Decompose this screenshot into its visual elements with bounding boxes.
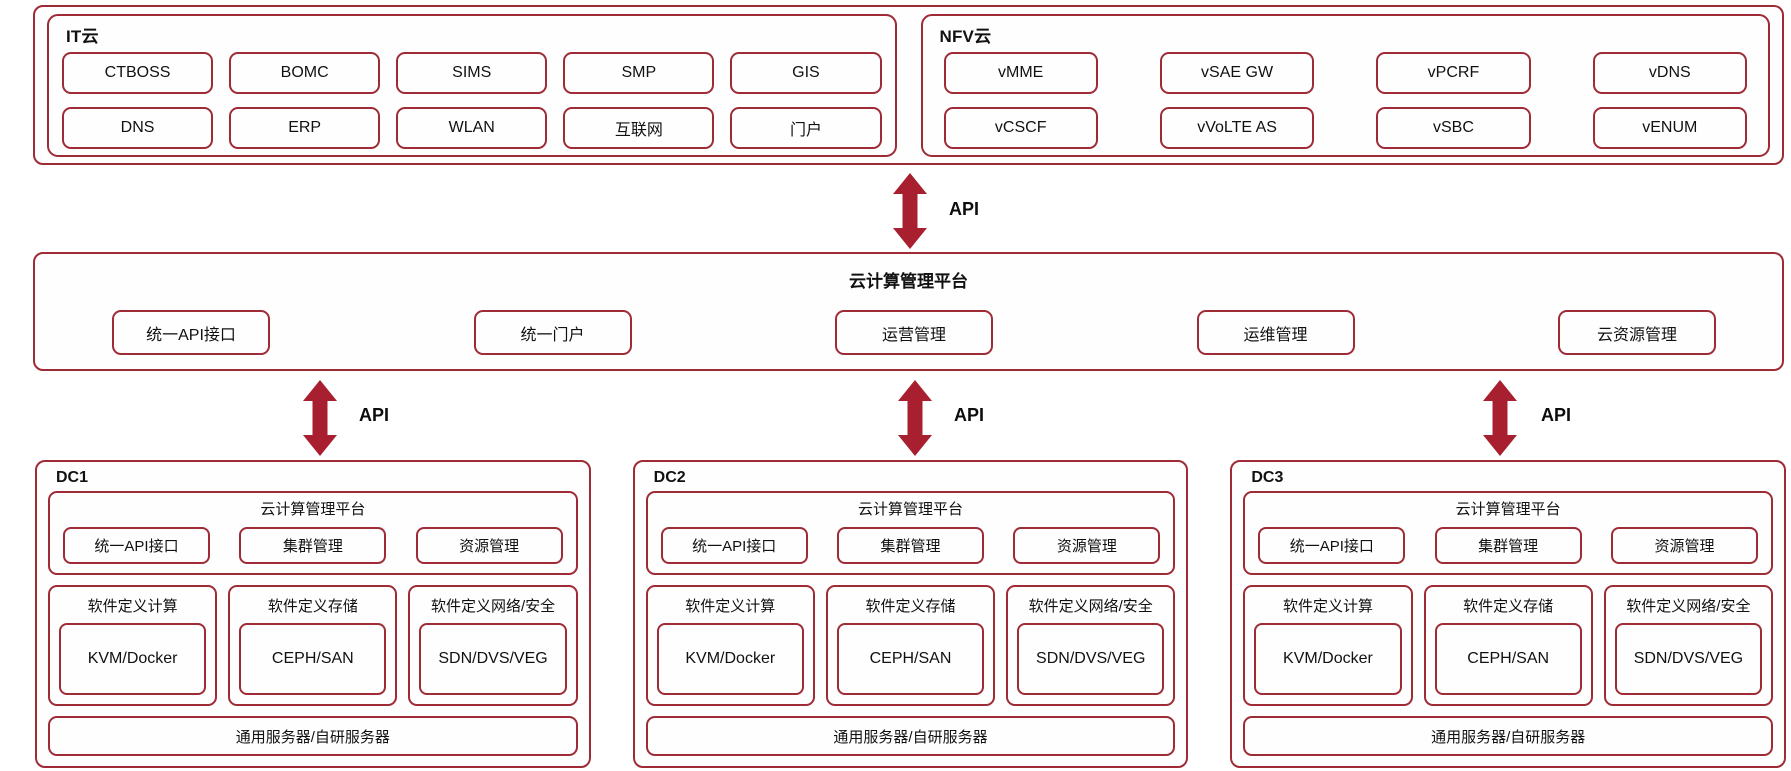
sd-layer-box: 软件定义网络/安全 SDN/DVS/VEG [408,585,578,706]
dc-module-box: 统一API接口 [660,527,808,564]
api-label-dc3: API [1541,405,1572,425]
server-box: 通用服务器/自研服务器 [48,716,578,756]
sd-layers-row: 软件定义计算 KVM/Docker 软件定义存储 CEPH/SAN 软件定义网络/安全 S… [48,585,578,706]
sd-tech-box: KVM/Docker [59,623,207,695]
sd-layer-title: 软件定义网络/安全 [1028,598,1153,615]
sd-tech-box: SDN/DVS/VEG [419,623,567,695]
nfv-cloud-app-box: vENUM [1592,107,1747,149]
api-arrow-dc2-icon [897,380,933,456]
dc-platform-box: 云计算管理平台统一API接口集群管理资源管理 [48,491,578,575]
api-label-dc2: API [954,405,985,425]
dc-module-box: 资源管理 [415,527,563,564]
sd-tech-box: KVM/Docker [656,623,804,695]
sd-layer-title: 软件定义计算 [685,598,776,615]
server-box: 通用服务器/自研服务器 [1243,716,1774,756]
sd-layer-title: 软件定义计算 [1282,598,1373,615]
sd-layer-box: 软件定义存储 CEPH/SAN [1423,585,1593,706]
dc-title: DC1 [56,469,89,486]
dc-module-box: 集群管理 [239,527,387,564]
it-cloud-app-box: WLAN [396,107,548,149]
dc-platform-title: 云计算管理平台 [1455,501,1561,518]
dc-box-dc3: DC3 云计算管理平台统一API接口集群管理资源管理软件定义计算 KVM/Docke… [1230,460,1787,768]
dc-module-box: 集群管理 [837,527,984,564]
dc-title: DC2 [653,469,686,486]
sd-tech-box: CEPH/SAN [239,623,387,695]
it-cloud-app-box: BOMC [229,52,381,94]
it-cloud-app-box: 互联网 [563,107,715,149]
it-cloud-app-box: SIMS [396,52,548,94]
it-cloud-app-box: GIS [730,52,882,94]
dc-modules-row: 统一API接口集群管理资源管理 [63,527,563,564]
dc-module-box: 集群管理 [1434,527,1582,564]
api-arrow-dc1-icon [302,380,338,456]
nfv-cloud-app-box: vPCRF [1376,52,1531,94]
sd-layer-box: 软件定义存储 CEPH/SAN [825,585,996,706]
dc-platform-box: 云计算管理平台统一API接口集群管理资源管理 [645,491,1176,575]
sd-tech-box: CEPH/SAN [836,623,985,695]
platform-modules-row: 统一API接口 统一门户 运营管理 运维管理 云资源管理 [35,310,1782,355]
nfv-cloud-title: NFV云 [939,27,992,46]
sd-layer-box: 软件定义存储 CEPH/SAN [228,585,398,706]
dc-modules-row: 统一API接口集群管理资源管理 [660,527,1161,564]
dc-module-box: 统一API接口 [1258,527,1406,564]
nfv-cloud-app-box: vMME [943,52,1098,94]
management-platform-title: 云计算管理平台 [849,272,968,291]
it-cloud-app-box: 门户 [730,107,882,149]
dc-platform-title: 云计算管理平台 [260,501,366,518]
dc-platform-box: 云计算管理平台统一API接口集群管理资源管理 [1243,491,1774,575]
it-cloud-grid: CTBOSS BOMC SIMS SMP GIS DNS ERP WLAN 互联网门户 [62,52,882,149]
dc-box-dc2: DC2 云计算管理平台统一API接口集群管理资源管理软件定义计算 KVM/Docke… [632,460,1189,768]
sd-tech-box: SDN/DVS/VEG [1017,623,1165,695]
dc-title: DC3 [1251,469,1284,486]
sd-layer-title: 软件定义网络/安全 [1626,598,1751,615]
platform-module-box: 统一门户 [473,310,632,355]
api-arrow-dc3-icon [1482,380,1518,456]
sd-layer-box: 软件定义网络/安全 SDN/DVS/VEG [1603,585,1773,706]
management-platform-box: 云计算管理平台 统一API接口 统一门户 运营管理 运维管理 云资源管理 [33,252,1784,371]
it-cloud-app-box: ERP [229,107,381,149]
dc-box-dc1: DC1 云计算管理平台统一API接口集群管理资源管理软件定义计算 KVM/Docke… [35,460,591,768]
dc-module-box: 统一API接口 [63,527,210,564]
sd-layer-title: 软件定义存储 [267,598,358,615]
sd-layer-box: 软件定义计算 KVM/Docker [1243,585,1413,706]
sd-layer-box: 软件定义计算 KVM/Docker [645,585,815,706]
sd-layers-row: 软件定义计算 KVM/Docker 软件定义存储 CEPH/SAN 软件定义网络/安全 S… [645,585,1176,706]
platform-module-box: 云资源管理 [1558,310,1716,355]
nfv-cloud-app-box: vSAE GW [1159,52,1315,94]
nfv-cloud-app-box: vVoLTE AS [1159,107,1315,149]
it-cloud-app-box: DNS [62,107,214,149]
api-label-top: API [949,199,980,219]
platform-module-box: 统一API接口 [112,310,270,355]
sd-tech-box: SDN/DVS/VEG [1614,623,1762,695]
dc-modules-row: 统一API接口集群管理资源管理 [1258,527,1758,564]
platform-module-box: 运营管理 [835,310,993,355]
sd-layer-box: 软件定义网络/安全 SDN/DVS/VEG [1006,585,1176,706]
it-cloud-box: IT云 CTBOSS BOMC SIMS SMP GIS DNS ERP WLAN 互联网门户 [47,14,897,157]
api-arrow-top-icon [892,173,928,249]
dc-module-box: 资源管理 [1013,527,1161,564]
sd-layers-row: 软件定义计算 KVM/Docker 软件定义存储 CEPH/SAN 软件定义网络/安全 S… [1243,585,1773,706]
sd-tech-box: KVM/Docker [1254,623,1402,695]
dc-platform-title: 云计算管理平台 [858,501,964,518]
nfv-cloud-app-box: vSBC [1376,107,1531,149]
it-cloud-app-box: CTBOSS [62,52,214,94]
sd-layer-title: 软件定义计算 [87,598,178,615]
it-cloud-title: IT云 [66,27,99,46]
nfv-cloud-app-box: vCSCF [943,107,1098,149]
sd-tech-box: CEPH/SAN [1434,623,1582,695]
sd-layer-title: 软件定义存储 [865,598,956,615]
sd-layer-box: 软件定义计算 KVM/Docker [48,585,218,706]
platform-module-box: 运维管理 [1196,310,1355,355]
sd-layer-title: 软件定义网络/安全 [430,598,556,615]
dc-module-box: 资源管理 [1611,527,1758,564]
nfv-cloud-app-box: vDNS [1592,52,1747,94]
nfv-cloud-grid: vMME vSAE GW vPCRF vDNS vCSCF vVoLTE AS vSBC vE… [936,52,1756,149]
it-cloud-app-box: SMP [563,52,715,94]
server-box: 通用服务器/自研服务器 [645,716,1176,756]
sd-layer-title: 软件定义存储 [1463,598,1554,615]
api-label-dc1: API [359,405,390,425]
